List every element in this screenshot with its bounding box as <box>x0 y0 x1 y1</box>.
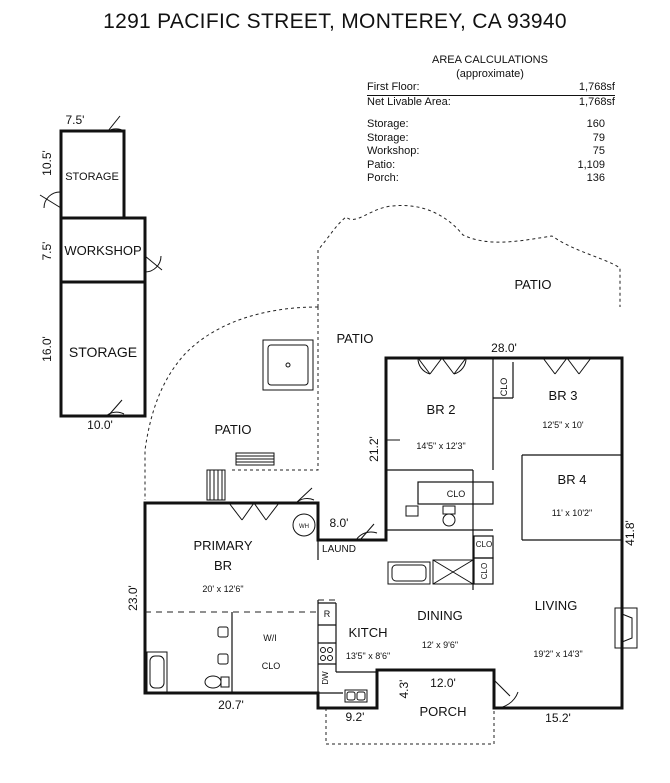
room-size-primary: 20' x 12'6" <box>202 584 243 594</box>
water-heater-label: WH <box>299 524 309 530</box>
dim-kitchen-bottom-width: 9.2' <box>346 710 365 724</box>
area-row-workshop: Workshop: 75 <box>367 145 615 159</box>
room-label-porch: PORCH <box>420 704 467 719</box>
dim-porch-height: 4.3' <box>397 680 411 699</box>
page-title: 1291 PACIFIC STREET, MONTEREY, CA 93940 <box>103 10 567 33</box>
dishwasher-label: DW <box>321 671 330 685</box>
area-value: 1,109 <box>577 158 605 171</box>
dim-primary-width: 20.7' <box>218 698 244 712</box>
room-label-patio-center: PATIO <box>336 331 373 346</box>
room-label-laundry: LAUND <box>322 544 356 555</box>
dim-storage-small-width: 7.5' <box>66 113 85 127</box>
room-label-br3: BR 3 <box>549 388 578 403</box>
area-row-net-livable: Net Livable Area: 1,768sf <box>367 96 615 110</box>
dim-storage-large-width: 10.0' <box>87 418 113 432</box>
dim-primary-height: 23.0' <box>126 585 140 611</box>
dim-porch-width: 12.0' <box>430 676 456 690</box>
area-row-porch: Porch: 136 <box>367 172 615 186</box>
deck-steps <box>209 455 274 500</box>
room-size-living: 19'2" x 14'3" <box>533 649 582 659</box>
closet-label-br3: CLO <box>499 378 509 397</box>
room-size-br3: 12'5" x 10' <box>542 420 583 430</box>
area-row-storage-1: Storage: 160 <box>367 118 615 132</box>
area-label: Net Livable Area: <box>367 95 451 108</box>
dim-living-bottom-width: 15.2' <box>545 711 571 725</box>
room-label-dining: DINING <box>417 608 463 623</box>
outbuilding <box>59 129 147 418</box>
room-size-br2: 14'5" x 12'3" <box>416 441 465 451</box>
room-label-kitchen: KITCH <box>349 625 388 640</box>
dim-br2-height: 21.2' <box>367 436 381 462</box>
dim-workshop-height: 7.5' <box>40 242 54 261</box>
area-value: 160 <box>586 118 605 130</box>
closet-label-hall-1: CLO <box>476 540 492 549</box>
area-row-patio: Patio: 1,109 <box>367 159 615 173</box>
dim-storage-small-height: 10.5' <box>40 150 54 176</box>
area-value: 1,768sf <box>578 95 615 108</box>
room-size-kitchen: 13'5" x 8'6" <box>346 651 390 661</box>
outbuilding-doors <box>39 115 163 417</box>
area-label: Patio: <box>367 158 396 171</box>
patio-outline <box>144 204 621 745</box>
area-label: Porch: <box>367 172 399 184</box>
area-label: Workshop: <box>367 145 420 157</box>
area-subheading: (approximate) <box>456 67 524 80</box>
room-label-br2: BR 2 <box>427 402 456 417</box>
room-label-living: LIVING <box>535 598 578 613</box>
closet-label-br2: CLO <box>447 489 466 499</box>
room-label-br4: BR 4 <box>558 472 587 487</box>
area-label: Storage: <box>367 131 409 144</box>
area-heading: AREA CALCULATIONS <box>432 54 548 66</box>
area-value: 1,768sf <box>578 81 615 93</box>
room-size-br4: 11' x 10'2" <box>552 508 593 518</box>
closet-label-hall-2: CLO <box>480 563 489 579</box>
area-label: First Floor: <box>367 81 420 93</box>
room-label-patio-left: PATIO <box>214 422 251 437</box>
room-label-primary-1: PRIMARY <box>194 538 253 553</box>
room-division-dashed <box>145 599 336 613</box>
house-doors <box>228 357 592 709</box>
dim-storage-large-height: 16.0' <box>40 336 54 362</box>
dim-house-top-width: 28.0' <box>491 341 517 355</box>
room-size-dining: 12' x 9'6" <box>422 640 458 650</box>
room-label-walkin: W/I <box>263 633 277 643</box>
dim-laund-width: 8.0' <box>330 516 349 530</box>
room-label-primary-2: BR <box>214 558 232 573</box>
area-value: 75 <box>592 145 605 157</box>
room-label-workshop: WORKSHOP <box>64 243 141 258</box>
area-row-first-floor: First Floor: 1,768sf <box>367 81 615 96</box>
area-row-storage-2: Storage: 79 <box>367 132 615 146</box>
area-calculations: AREA CALCULATIONS (approximate) First Fl… <box>367 54 615 186</box>
room-label-walkin-closet: CLO <box>262 661 281 671</box>
area-value: 136 <box>586 172 605 184</box>
area-label: Storage: <box>367 118 409 130</box>
room-label-storage-large: STORAGE <box>69 344 137 360</box>
interior-walls <box>231 358 622 694</box>
fridge-label: R <box>324 609 331 619</box>
area-value: 79 <box>592 131 605 144</box>
room-label-storage-small: STORAGE <box>65 171 119 183</box>
dim-house-right-height: 41.8' <box>623 520 637 546</box>
room-label-patio-top: PATIO <box>514 277 551 292</box>
